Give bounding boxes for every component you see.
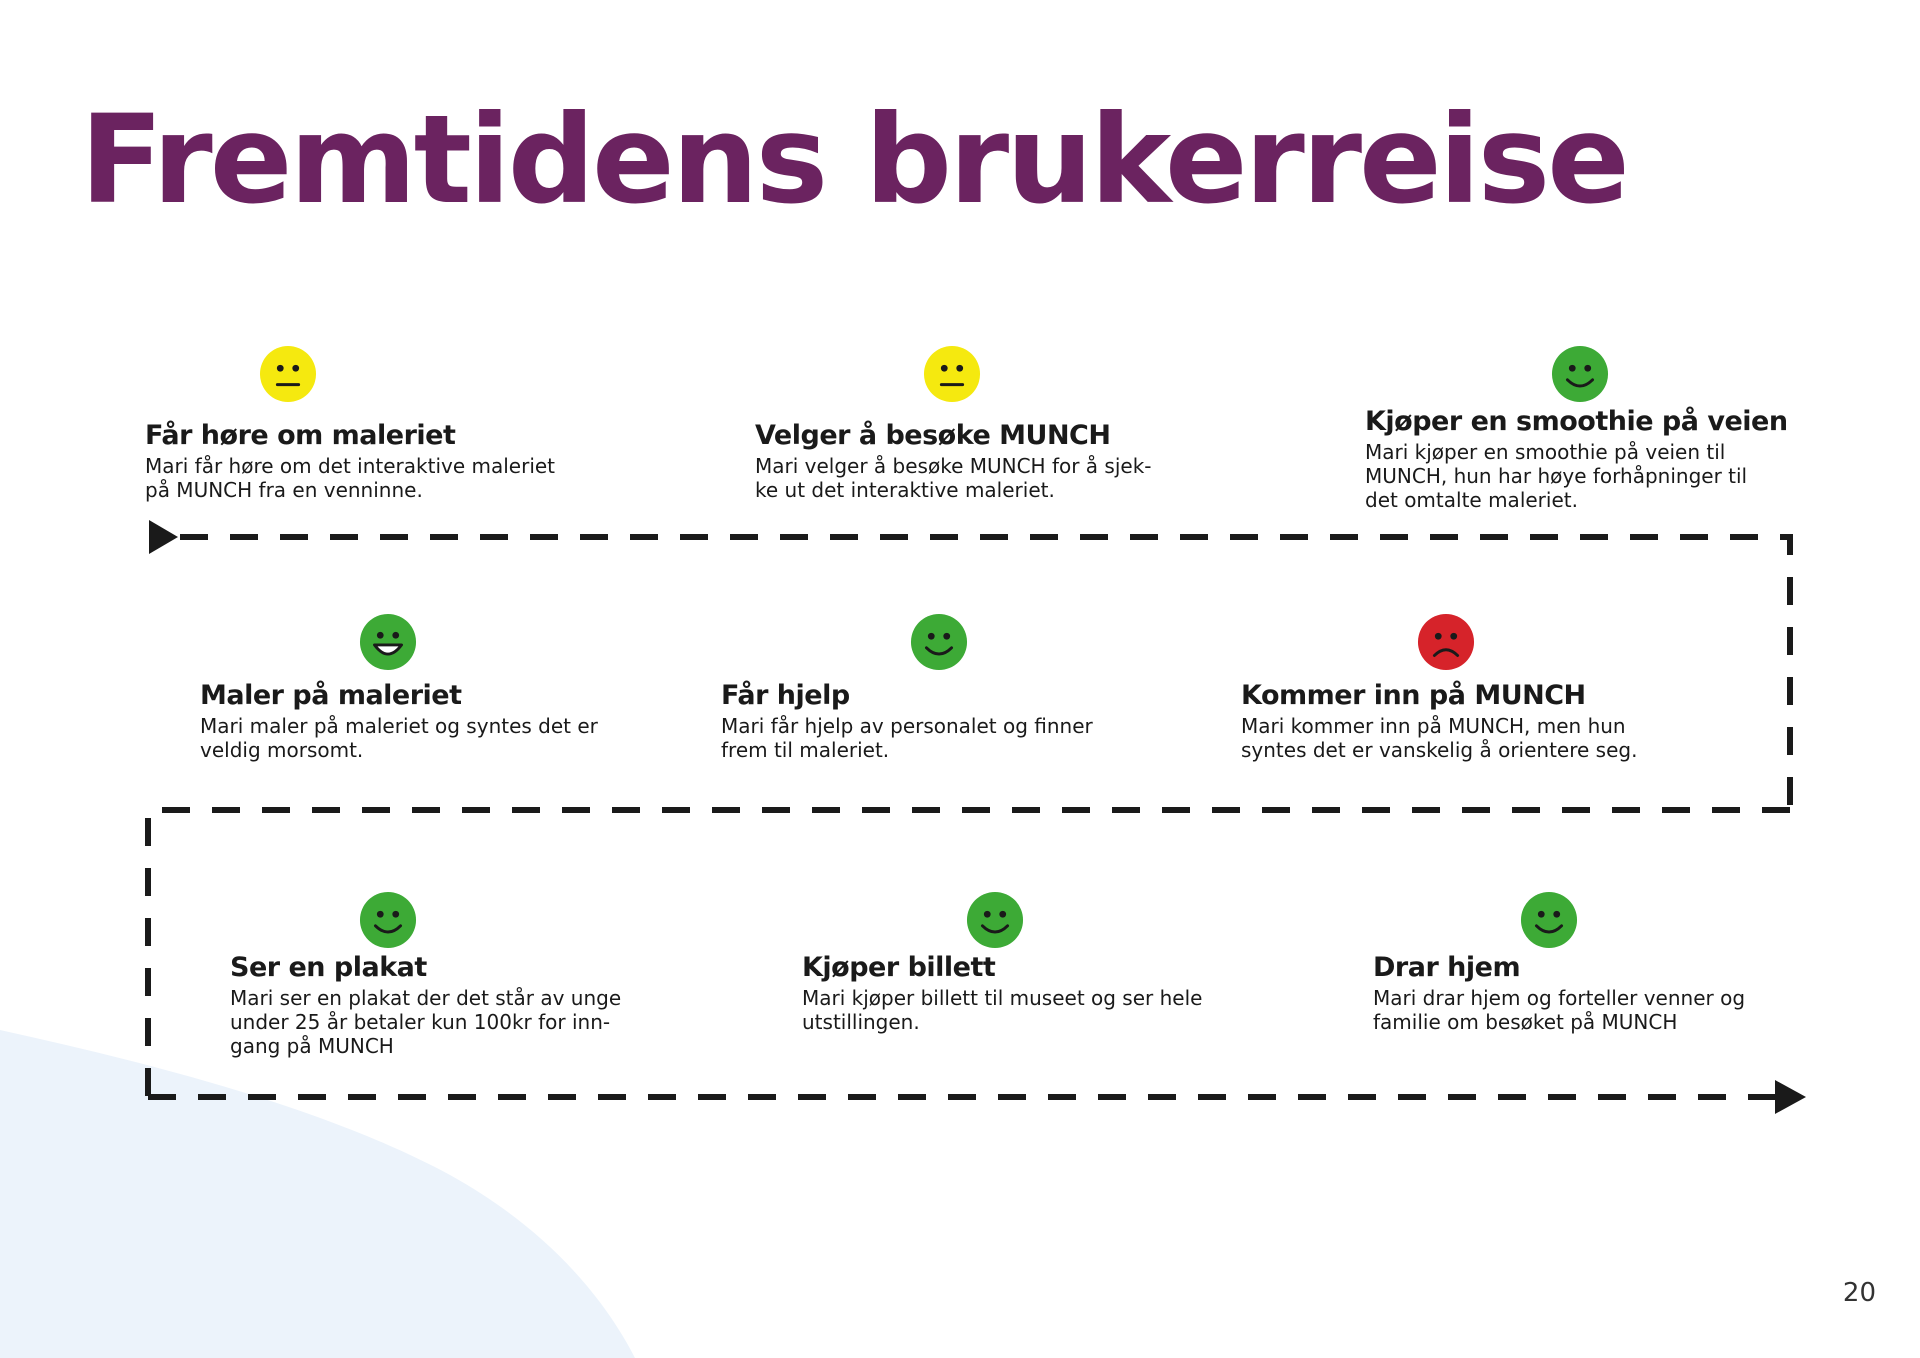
journey-step-2: Velger å besøke MUNCH Mari velger å besø…: [755, 420, 1295, 502]
page-title: Fremtidens brukerreise: [80, 89, 1630, 231]
step-7-smiling-face-icon: [359, 891, 417, 949]
step-description: Mari kommer inn på MUNCH, men hun syntes…: [1241, 714, 1638, 762]
step-1-neutral-face-icon: [259, 345, 317, 403]
journey-start-arrow-icon: [149, 520, 178, 554]
step-description: Mari kjøper billett til museet og ser he…: [802, 986, 1203, 1034]
step-description: Mari får høre om det interaktive malerie…: [145, 454, 556, 502]
step-8-smiling-face-icon: [966, 891, 1024, 949]
journey-step-9: Drar hjem Mari drar hjem og forteller ve…: [1373, 952, 1893, 1034]
journey-step-7: Ser en plakat Mari ser en plakat der det…: [230, 952, 770, 1058]
journey-step-6: Maler på maleriet Mari maler på maleriet…: [200, 680, 720, 762]
step-3-smiling-face-icon: [1551, 345, 1609, 403]
step-title: Får hjelp: [721, 680, 850, 711]
step-description: Mari ser en plakat der det står av unge …: [230, 986, 622, 1058]
step-9-smiling-face-icon: [1520, 891, 1578, 949]
step-title: Kjøper en smoothie på veien: [1365, 406, 1788, 437]
journey-step-1: Får høre om maleriet Mari får høre om de…: [145, 420, 685, 502]
step-title: Maler på maleriet: [200, 680, 462, 711]
step-5-smiling-face-icon: [910, 613, 968, 671]
step-title: Ser en plakat: [230, 952, 427, 983]
journey-step-3: Kjøper en smoothie på veien Mari kjøper …: [1365, 406, 1885, 512]
step-4-frowning-face-icon: [1417, 613, 1475, 671]
step-6-grinning-face-icon: [359, 613, 417, 671]
step-description: Mari drar hjem og forteller venner og fa…: [1373, 986, 1746, 1034]
step-description: Mari kjøper en smoothie på veien til MUN…: [1365, 440, 1748, 512]
journey-path-row-1: [180, 534, 1793, 810]
step-description: Mari maler på maleriet og syntes det er …: [200, 714, 598, 762]
step-title: Kjøper billett: [802, 952, 996, 983]
step-description: Mari velger å besøke MUNCH for å sjek- k…: [755, 454, 1152, 502]
journey-step-4: Kommer inn på MUNCH Mari kommer inn på M…: [1241, 680, 1761, 762]
step-title: Velger å besøke MUNCH: [755, 420, 1111, 451]
step-title: Kommer inn på MUNCH: [1241, 680, 1586, 711]
journey-step-8: Kjøper billett Mari kjøper billett til m…: [802, 952, 1342, 1034]
step-title: Drar hjem: [1373, 952, 1521, 983]
page-number: 20: [1842, 1278, 1876, 1308]
journey-step-5: Får hjelp Mari får hjelp av personalet o…: [721, 680, 1241, 762]
step-description: Mari får hjelp av personalet og finner f…: [721, 714, 1093, 762]
journey-end-arrow-icon: [1775, 1080, 1806, 1114]
step-2-neutral-face-icon: [923, 345, 981, 403]
step-title: Får høre om maleriet: [145, 420, 456, 451]
